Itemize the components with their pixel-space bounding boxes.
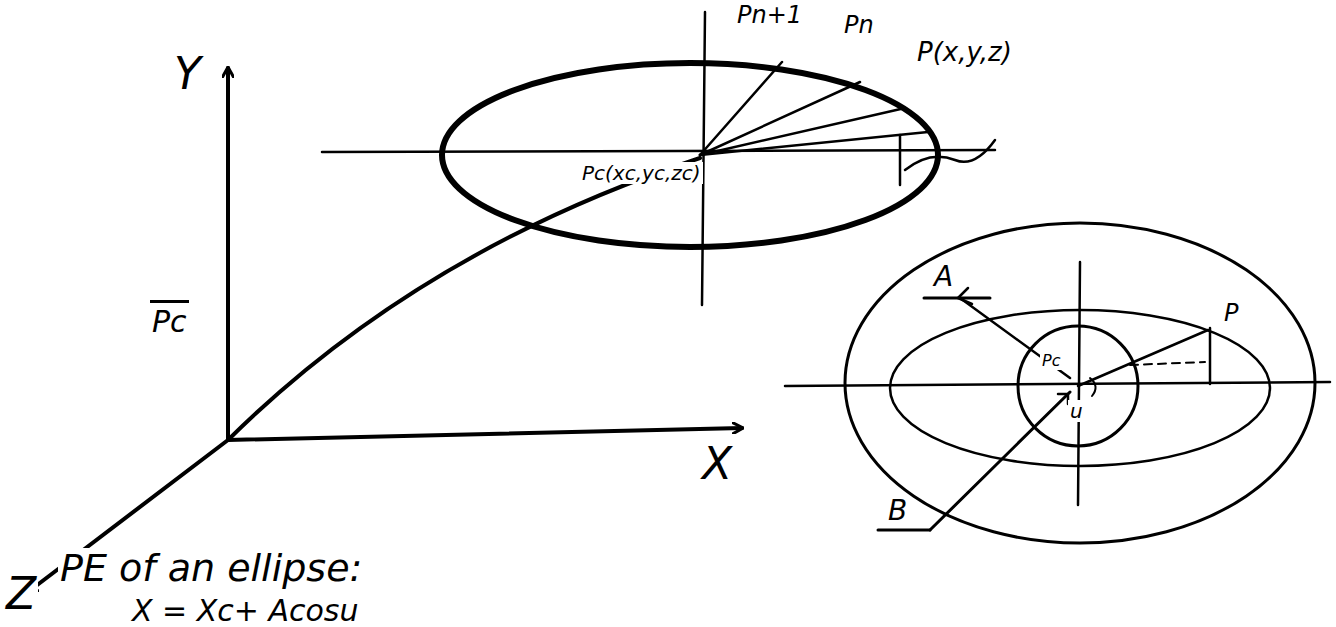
axis-label: Z <box>4 570 38 618</box>
centre-label: Pc <box>1040 352 1062 370</box>
equation: X = Xc+ Acosu <box>130 594 361 627</box>
centre-label: Pc(xc,yc,zc) <box>580 162 703 184</box>
heading-note: PE of an ellipse: <box>58 548 364 590</box>
axis-length-label: A <box>932 262 955 293</box>
point-label: Pn+1 <box>735 2 804 28</box>
angle-label: u <box>1068 400 1085 422</box>
point-label: P(x,y,z) <box>915 38 1014 67</box>
vector-label: Pc <box>150 300 189 338</box>
axis-label: Y <box>172 50 203 98</box>
point-label: P <box>1222 300 1240 326</box>
point-label: Pn <box>842 12 876 38</box>
axis-label: X <box>700 440 734 488</box>
axis-length-label: B <box>886 496 909 527</box>
